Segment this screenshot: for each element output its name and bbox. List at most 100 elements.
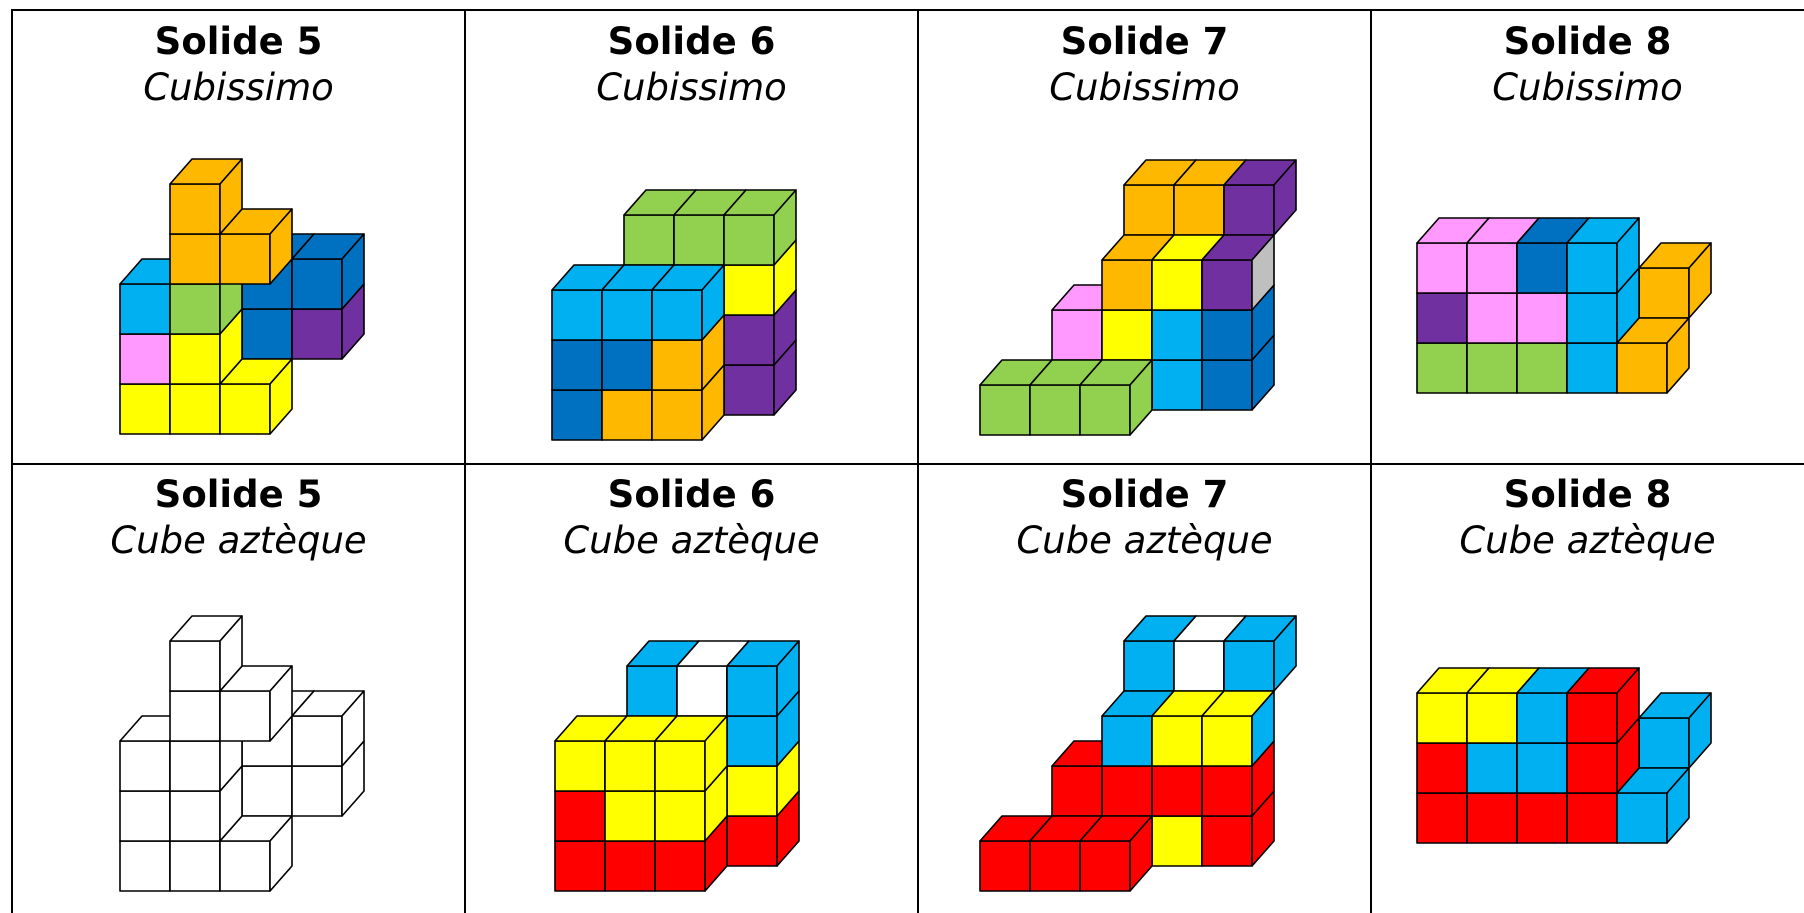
cube-front-face bbox=[1517, 743, 1567, 793]
cube-front-face bbox=[1467, 693, 1517, 743]
cube-front-face bbox=[1102, 310, 1152, 360]
cell-solide-5-cube-azteque: Solide 5 Cube aztèque bbox=[12, 463, 465, 913]
cube-front-face bbox=[1202, 816, 1252, 866]
cell-solide-6-cube-azteque: Solide 6 Cube aztèque bbox=[465, 463, 918, 913]
cube-front-face bbox=[1224, 641, 1274, 691]
cube-front-face bbox=[1417, 743, 1467, 793]
cube-front-face bbox=[220, 234, 270, 284]
cube-front-face bbox=[627, 666, 677, 716]
cube-front-face bbox=[1102, 716, 1152, 766]
cube-front-face bbox=[1567, 343, 1617, 393]
cube-front-face bbox=[120, 384, 170, 434]
cube-front-face bbox=[1152, 310, 1202, 360]
cell-solide-7-cubissimo: Solide 7 Cubissimo bbox=[918, 10, 1371, 463]
cube-front-face bbox=[605, 741, 655, 791]
cube-front-face bbox=[1080, 385, 1130, 435]
cube-front-face bbox=[242, 766, 292, 816]
cube-front-face bbox=[1617, 793, 1667, 843]
cube-front-face bbox=[1052, 766, 1102, 816]
cube-front-face bbox=[242, 309, 292, 359]
cube-front-face bbox=[602, 290, 652, 340]
cube-front-face bbox=[1174, 641, 1224, 691]
cube-front-face bbox=[1417, 693, 1467, 743]
cube-front-face bbox=[1202, 310, 1252, 360]
cube-front-face bbox=[170, 691, 220, 741]
cube-front-face bbox=[120, 791, 170, 841]
cube-front-face bbox=[1467, 293, 1517, 343]
cube-front-face bbox=[1467, 343, 1517, 393]
cube-front-face bbox=[605, 841, 655, 891]
cube-front-face bbox=[1152, 360, 1202, 410]
solid-8-cubissimo-drawing bbox=[1371, 10, 1804, 463]
cube-front-face bbox=[170, 641, 220, 691]
solid-7-cubissimo-drawing bbox=[918, 10, 1371, 463]
cube-front-face bbox=[727, 716, 777, 766]
cube-front-face bbox=[980, 841, 1030, 891]
cube-front-face bbox=[1639, 268, 1689, 318]
cube-front-face bbox=[1467, 243, 1517, 293]
cell-solide-8-cubissimo: Solide 8 Cubissimo bbox=[1371, 10, 1804, 463]
cube-front-face bbox=[555, 791, 605, 841]
table-divider-vertical-3 bbox=[1370, 9, 1372, 913]
cube-front-face bbox=[655, 791, 705, 841]
cube-front-face bbox=[677, 666, 727, 716]
cube-front-face bbox=[170, 741, 220, 791]
cube-front-face bbox=[170, 284, 220, 334]
cell-solide-5-cubissimo: Solide 5 Cubissimo bbox=[12, 10, 465, 463]
cube-front-face bbox=[220, 691, 270, 741]
cube-front-face bbox=[1124, 185, 1174, 235]
cube-front-face bbox=[605, 791, 655, 841]
solid-6-cube-azteque-drawing bbox=[465, 463, 918, 913]
cube-front-face bbox=[1202, 766, 1252, 816]
cube-front-face bbox=[552, 340, 602, 390]
cube-front-face bbox=[292, 766, 342, 816]
cube-front-face bbox=[602, 340, 652, 390]
cube-front-face bbox=[1639, 718, 1689, 768]
cube-front-face bbox=[120, 741, 170, 791]
cube-front-face bbox=[1152, 716, 1202, 766]
cube-front-face bbox=[555, 841, 605, 891]
table-divider-vertical-2 bbox=[917, 9, 919, 913]
cube-front-face bbox=[1567, 293, 1617, 343]
cube-front-face bbox=[652, 290, 702, 340]
cube-front-face bbox=[1174, 185, 1224, 235]
table-divider-horizontal bbox=[11, 463, 1804, 465]
cube-front-face bbox=[552, 390, 602, 440]
cube-front-face bbox=[292, 716, 342, 766]
cube-front-face bbox=[1417, 793, 1467, 843]
cube-front-face bbox=[1517, 793, 1567, 843]
cube-front-face bbox=[555, 741, 605, 791]
cube-front-face bbox=[980, 385, 1030, 435]
solid-8-cube-azteque-drawing bbox=[1371, 463, 1804, 913]
cube-front-face bbox=[1517, 243, 1567, 293]
cube-front-face bbox=[1417, 343, 1467, 393]
cube-front-face bbox=[1617, 343, 1667, 393]
cube-front-face bbox=[727, 766, 777, 816]
cube-front-face bbox=[1052, 310, 1102, 360]
solid-6-cubissimo-drawing bbox=[465, 10, 918, 463]
cube-front-face bbox=[674, 215, 724, 265]
cube-front-face bbox=[1080, 841, 1130, 891]
cube-front-face bbox=[724, 215, 774, 265]
table-border-top bbox=[11, 9, 1804, 11]
cube-front-face bbox=[655, 841, 705, 891]
cube-front-face bbox=[1517, 693, 1567, 743]
table-border-left bbox=[11, 9, 13, 913]
cube-front-face bbox=[1517, 293, 1567, 343]
cube-front-face bbox=[1224, 185, 1274, 235]
cube-front-face bbox=[652, 390, 702, 440]
table-divider-vertical-1 bbox=[464, 9, 466, 913]
cube-front-face bbox=[1467, 793, 1517, 843]
cell-solide-8-cube-azteque: Solide 8 Cube aztèque bbox=[1371, 463, 1804, 913]
cube-front-face bbox=[624, 215, 674, 265]
cube-front-face bbox=[1517, 343, 1567, 393]
cube-front-face bbox=[1152, 816, 1202, 866]
cube-front-face bbox=[1417, 293, 1467, 343]
cube-front-face bbox=[220, 384, 270, 434]
cube-front-face bbox=[1102, 766, 1152, 816]
cube-front-face bbox=[170, 841, 220, 891]
cube-front-face bbox=[1202, 716, 1252, 766]
cube-front-face bbox=[1152, 260, 1202, 310]
cube-front-face bbox=[170, 234, 220, 284]
